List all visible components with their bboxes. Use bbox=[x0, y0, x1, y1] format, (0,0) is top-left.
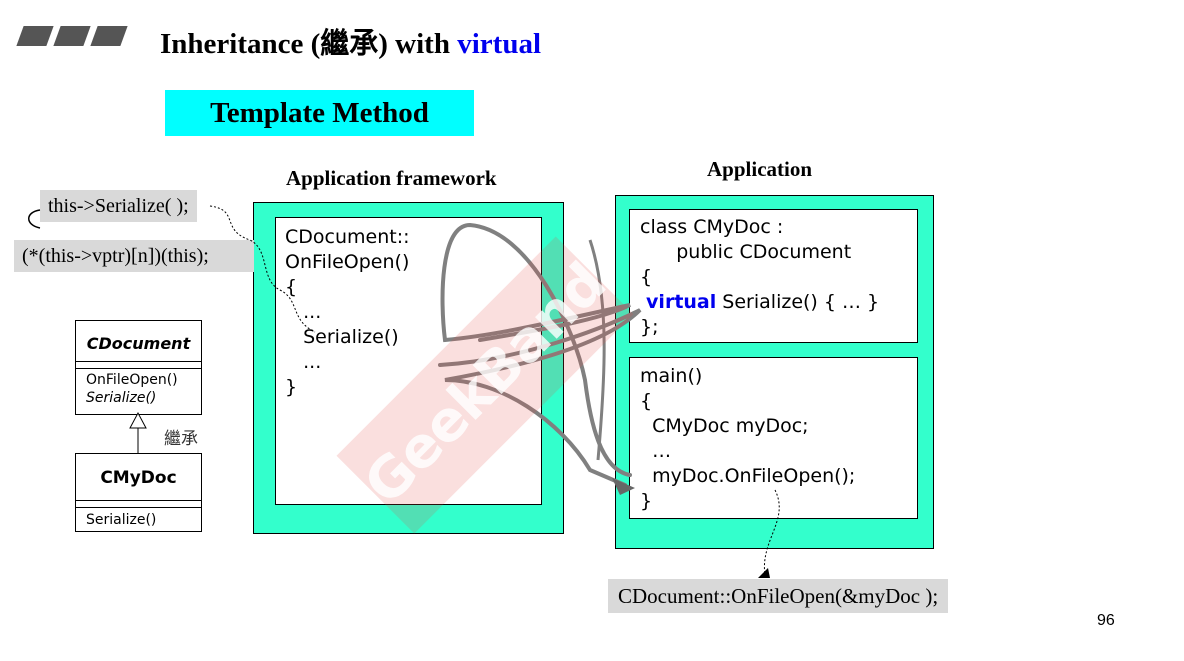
framework-inner bbox=[275, 217, 542, 505]
arrowhead-icon bbox=[758, 568, 770, 578]
hand-drawn-stroke bbox=[588, 239, 606, 461]
uml-base-class: CDocument OnFileOpen()Serialize() bbox=[75, 320, 202, 415]
uml-derived-method: Serialize() bbox=[76, 507, 201, 530]
banner: Template Method bbox=[165, 90, 474, 136]
framework-code: CDocument:: OnFileOpen() { ... Serialize… bbox=[285, 226, 410, 398]
onfileopen-callout: CDocument::OnFileOpen(&myDoc ); bbox=[608, 579, 949, 613]
arrowhead-icon bbox=[612, 478, 635, 495]
uml-divider bbox=[76, 500, 201, 507]
serialize-callout: this->Serialize( ); bbox=[40, 190, 197, 222]
page-number: 96 bbox=[1097, 612, 1115, 629]
dotted-link bbox=[209, 205, 316, 333]
class-box bbox=[629, 209, 918, 343]
hand-drawn-call-flow bbox=[438, 222, 642, 487]
application-heading: Application bbox=[707, 157, 813, 181]
class-code: class CMyDoc : public CDocument { virtua… bbox=[640, 216, 880, 338]
curl-arrow-icon bbox=[28, 209, 41, 229]
uml-divider bbox=[76, 361, 201, 368]
main-code: main() { CMyDoc myDoc; … myDoc.OnFileOpe… bbox=[640, 365, 856, 512]
slide-title: Inheritance (繼承) with virtual bbox=[160, 28, 542, 60]
dotted-link-2 bbox=[763, 489, 780, 576]
uml-base-methods: OnFileOpen()Serialize() bbox=[76, 368, 201, 407]
uml-base-name: CDocument bbox=[86, 334, 191, 353]
inherit-label: 繼承 bbox=[164, 429, 198, 448]
uml-derived-class: CMyDoc Serialize() bbox=[75, 453, 202, 532]
main-box bbox=[629, 357, 918, 519]
uml-derived-name: CMyDoc bbox=[100, 468, 177, 488]
inheritance-arrow-icon bbox=[129, 411, 147, 429]
vptr-callout: (*(this->vptr)[n])(this); bbox=[14, 240, 254, 272]
framework-heading: Application framework bbox=[286, 166, 497, 190]
